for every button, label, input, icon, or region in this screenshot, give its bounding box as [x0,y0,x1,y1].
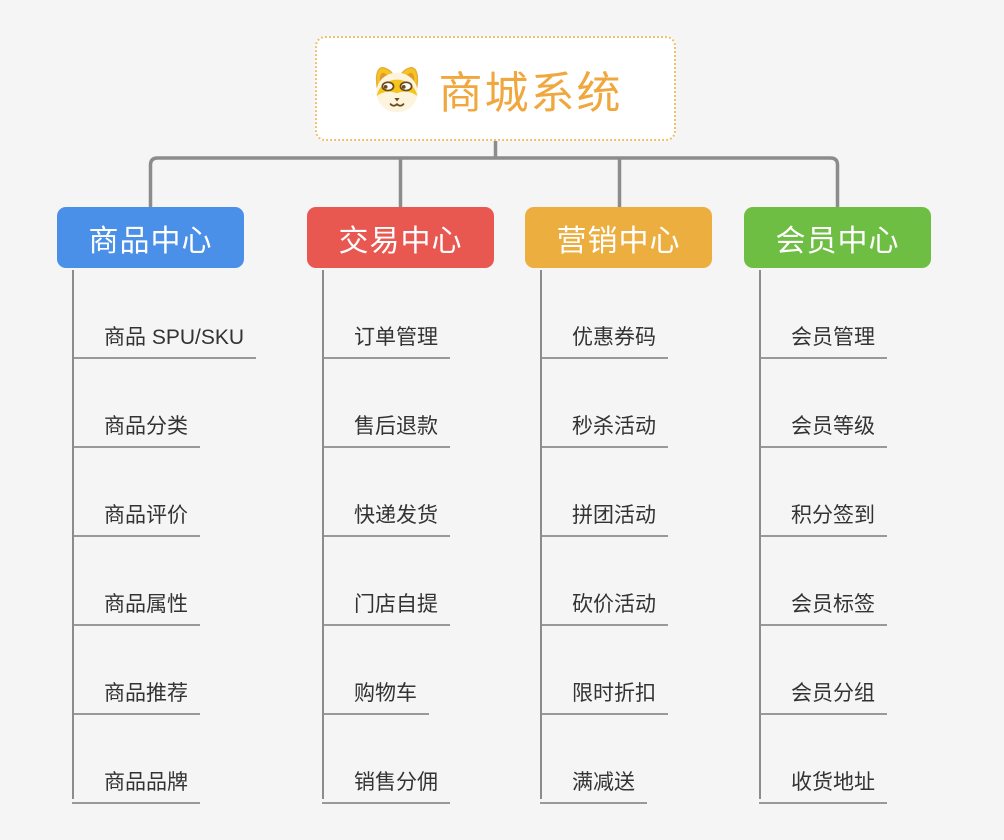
leaf-label: 限时折扣 [540,680,668,715]
leaf-node[interactable]: 快递发货 [322,448,572,537]
leaf-node[interactable]: 会员标签 [759,537,1004,626]
leaf-label: 商品分类 [72,413,200,448]
root-node[interactable]: 商城系统 [315,36,676,141]
leaf-node[interactable]: 商品 SPU/SKU [72,270,322,359]
leaf-node[interactable]: 秒杀活动 [540,359,790,448]
branch-node-marketing-center[interactable]: 营销中心 [525,207,712,268]
leaf-node[interactable]: 商品推荐 [72,626,322,715]
leaf-node[interactable]: 砍价活动 [540,537,790,626]
branch-children-marketing-center: 优惠券码 秒杀活动 拼团活动 砍价活动 限时折扣 满减送 [540,270,790,804]
leaf-node[interactable]: 订单管理 [322,270,572,359]
branch-node-product-center[interactable]: 商品中心 [57,207,244,268]
leaf-node[interactable]: 门店自提 [322,537,572,626]
leaf-label: 售后退款 [322,413,450,448]
leaf-label: 商品评价 [72,502,200,537]
connector-bus-line [148,156,840,208]
leaf-node[interactable]: 会员等级 [759,359,1004,448]
dog-face-icon [375,66,418,112]
column-trunk-line [322,270,324,799]
branch-label: 商品中心 [88,224,213,258]
leaf-label: 购物车 [322,680,429,715]
branch-label: 营销中心 [556,224,681,258]
branch-children-member-center: 会员管理 会员等级 积分签到 会员标签 会员分组 收货地址 [759,270,1004,804]
leaf-label: 积分签到 [759,502,887,537]
column-trunk-line [72,270,74,799]
leaf-label: 商品推荐 [72,680,200,715]
leaf-label: 快递发货 [322,502,450,537]
leaf-label: 商品 SPU/SKU [72,324,257,359]
leaf-label: 砍价活动 [540,591,668,626]
leaf-label: 收货地址 [759,769,887,804]
leaf-node[interactable]: 限时折扣 [540,626,790,715]
leaf-node[interactable]: 商品分类 [72,359,322,448]
leaf-label: 会员标签 [759,591,887,626]
leaf-label: 会员等级 [759,413,887,448]
leaf-label: 会员分组 [759,680,887,715]
leaf-label: 销售分佣 [322,769,450,804]
leaf-label: 满减送 [540,769,647,804]
branch-label: 会员中心 [775,224,900,258]
leaf-node[interactable]: 积分签到 [759,448,1004,537]
leaf-node[interactable]: 商品属性 [72,537,322,626]
leaf-node[interactable]: 收货地址 [759,715,1004,804]
leaf-node[interactable]: 优惠券码 [540,270,790,359]
leaf-node[interactable]: 拼团活动 [540,448,790,537]
leaf-node[interactable]: 售后退款 [322,359,572,448]
column-trunk-line [540,270,542,799]
leaf-label: 门店自提 [322,591,450,626]
leaf-node[interactable]: 会员分组 [759,626,1004,715]
leaf-node[interactable]: 商品评价 [72,448,322,537]
leaf-node[interactable]: 购物车 [322,626,572,715]
leaf-node[interactable]: 销售分佣 [322,715,572,804]
leaf-label: 会员管理 [759,324,887,359]
branch-children-product-center: 商品 SPU/SKU 商品分类 商品评价 商品属性 商品推荐 商品品牌 [72,270,322,804]
column-trunk-line [759,270,761,799]
leaf-label: 商品属性 [72,591,200,626]
leaf-label: 拼团活动 [540,502,668,537]
leaf-label: 商品品牌 [72,769,200,804]
leaf-node[interactable]: 会员管理 [759,270,1004,359]
branch-children-trade-center: 订单管理 售后退款 快递发货 门店自提 购物车 销售分佣 [322,270,572,804]
leaf-label: 秒杀活动 [540,413,668,448]
leaf-node[interactable]: 满减送 [540,715,790,804]
leaf-label: 优惠券码 [540,324,668,359]
leaf-node[interactable]: 商品品牌 [72,715,322,804]
branch-node-member-center[interactable]: 会员中心 [744,207,931,268]
leaf-label: 订单管理 [322,324,450,359]
root-title: 商城系统 [438,68,623,118]
branch-node-trade-center[interactable]: 交易中心 [307,207,494,268]
branch-label: 交易中心 [338,224,463,258]
